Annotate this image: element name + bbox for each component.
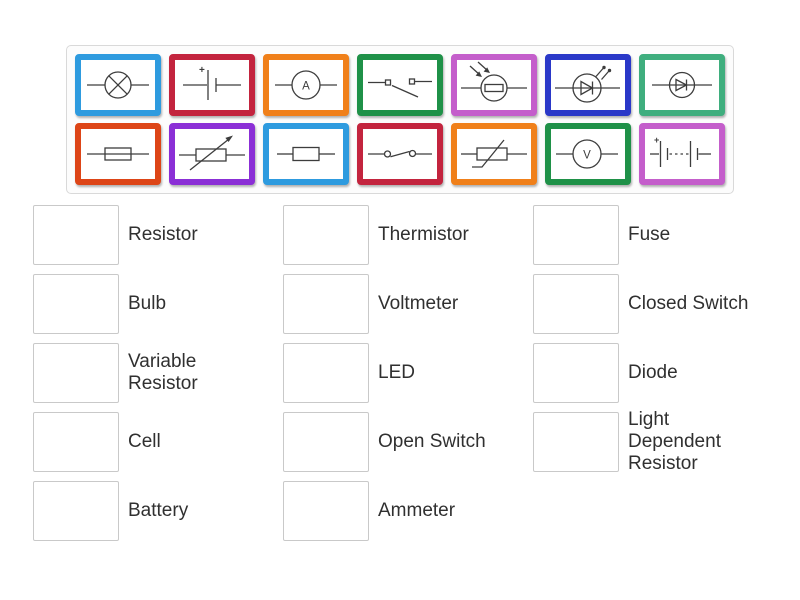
- answer-slot[interactable]: [33, 343, 119, 403]
- cell-symbol-icon: +: [183, 65, 241, 100]
- answer-row: LED: [283, 343, 523, 403]
- answer-label: Voltmeter: [378, 293, 459, 314]
- answer-slot[interactable]: [283, 343, 369, 403]
- tile-battery[interactable]: +: [639, 123, 725, 185]
- answer-label: Light Dependent Resistor: [628, 409, 721, 474]
- answer-slot[interactable]: [533, 274, 619, 334]
- tile-bulb[interactable]: [75, 54, 161, 116]
- answer-label: Bulb: [128, 293, 167, 314]
- answer-slot[interactable]: [33, 205, 119, 265]
- plus-sign: +: [654, 135, 659, 145]
- tile-led[interactable]: [545, 54, 631, 116]
- tile-fuse[interactable]: [75, 123, 161, 185]
- voltmeter-letter: V: [583, 150, 591, 162]
- diode-symbol-icon: [652, 71, 712, 99]
- answer-label: Battery: [128, 500, 189, 521]
- answer-label: Fuse: [628, 224, 671, 245]
- answer-row: Variable Resistor: [33, 343, 273, 403]
- answer-slot[interactable]: [533, 412, 619, 472]
- answer-slot[interactable]: [33, 481, 119, 541]
- answer-row: Closed Switch: [533, 274, 773, 334]
- answer-slot[interactable]: [33, 412, 119, 472]
- answer-row: Resistor: [33, 205, 273, 265]
- answer-row: Diode: [533, 343, 773, 403]
- tile-ldr[interactable]: [451, 54, 537, 116]
- answer-label: Open Switch: [378, 431, 486, 452]
- answer-row: Cell: [33, 412, 273, 472]
- thermistor-symbol-icon: [461, 139, 527, 168]
- led-symbol-icon: [555, 65, 620, 103]
- answer-slot[interactable]: [283, 274, 369, 334]
- tile-cell[interactable]: +: [169, 54, 255, 116]
- resistor-symbol-icon: [277, 146, 335, 162]
- answer-slot[interactable]: [283, 205, 369, 265]
- answer-slot[interactable]: [533, 343, 619, 403]
- answer-slot[interactable]: [33, 274, 119, 334]
- tile-resistor[interactable]: [263, 123, 349, 185]
- symbol-board: + A V +: [66, 45, 734, 194]
- answer-label: LED: [378, 362, 415, 383]
- answer-label: Variable Resistor: [128, 351, 198, 394]
- answer-label: Resistor: [128, 224, 198, 245]
- tile-variable-resistor[interactable]: [169, 123, 255, 185]
- tile-voltmeter[interactable]: V: [545, 123, 631, 185]
- variable-resistor-symbol-icon: [179, 135, 245, 171]
- answer-slot[interactable]: [283, 412, 369, 472]
- tile-thermistor[interactable]: [451, 123, 537, 185]
- tile-diode[interactable]: [639, 54, 725, 116]
- battery-symbol-icon: +: [650, 135, 711, 167]
- ammeter-letter: A: [302, 81, 310, 93]
- open-switch-symbol-icon: [368, 78, 432, 98]
- answer-label: Cell: [128, 431, 161, 452]
- answer-label: Ammeter: [378, 500, 456, 521]
- voltmeter-symbol-icon: V: [556, 139, 618, 169]
- answer-row: Thermistor: [283, 205, 523, 265]
- plus-sign: +: [199, 65, 205, 76]
- answer-row: Fuse: [533, 205, 773, 265]
- answer-row: Voltmeter: [283, 274, 523, 334]
- ammeter-symbol-icon: A: [275, 70, 337, 100]
- answer-row: Bulb: [33, 274, 273, 334]
- answer-label: Thermistor: [378, 224, 469, 245]
- closed-switch-symbol-icon: [368, 149, 432, 158]
- answer-slot[interactable]: [283, 481, 369, 541]
- answer-row: Light Dependent Resistor: [533, 409, 773, 474]
- answer-slot[interactable]: [533, 205, 619, 265]
- answer-label: Diode: [628, 362, 678, 383]
- fuse-symbol-icon: [87, 147, 149, 161]
- answer-row: Open Switch: [283, 412, 523, 472]
- tile-open-switch[interactable]: [357, 54, 443, 116]
- answer-row: Ammeter: [283, 481, 523, 541]
- tile-closed-switch[interactable]: [357, 123, 443, 185]
- bulb-symbol-icon: [87, 71, 149, 99]
- answer-label: Closed Switch: [628, 293, 749, 314]
- answer-row: Battery: [33, 481, 273, 541]
- ldr-symbol-icon: [461, 61, 527, 102]
- tile-ammeter[interactable]: A: [263, 54, 349, 116]
